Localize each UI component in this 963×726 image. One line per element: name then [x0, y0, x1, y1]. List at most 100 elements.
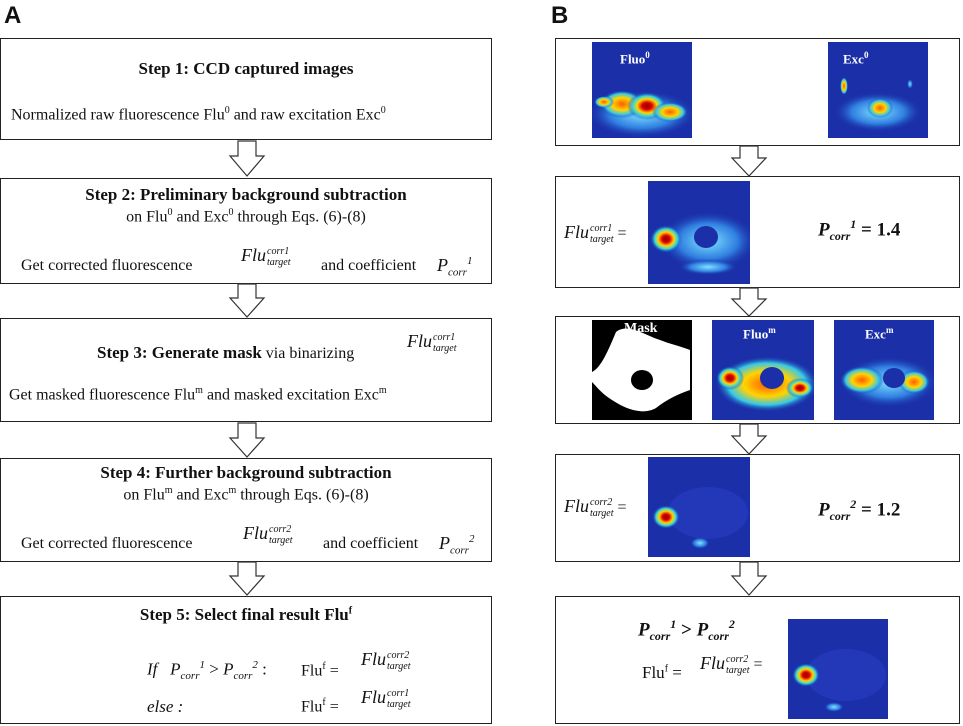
step2-pcorr: Pcorr1	[437, 255, 472, 279]
p-sub: corr	[450, 544, 469, 557]
step4-box: Step 4: Further background subtraction o…	[0, 458, 492, 562]
b2-pcorr: Pcorr1 = 1.4	[818, 217, 900, 244]
down-arrow-icon	[228, 422, 266, 458]
step1-title: Step 1: CCD captured images	[138, 59, 354, 78]
p-sup: 1	[670, 617, 677, 631]
p-sup: 2	[850, 497, 857, 511]
step4-pcorr: Pcorr2	[439, 533, 474, 557]
flu-sup: corr1	[387, 688, 410, 700]
p-sub: corr	[649, 629, 671, 644]
step2-box: Step 2: Preliminary background subtracti…	[0, 178, 492, 284]
step4-sup-b: m	[228, 485, 237, 496]
p-letter: P	[437, 255, 448, 275]
step3-title-rest: via binarizing	[265, 345, 355, 362]
step2-and: and Exc	[176, 208, 229, 226]
fluf-sup: f	[322, 697, 326, 708]
step4-through: through Eqs. (6)-(8)	[240, 486, 369, 504]
mask-image	[592, 320, 692, 420]
step3-get: Get masked fluorescence Flum and masked …	[9, 385, 387, 404]
step5-title-text: Step 5: Select final result Flu	[139, 605, 349, 624]
step2-on: on Flu	[126, 208, 168, 226]
fluf: Flu	[642, 663, 665, 682]
down-arrow-icon	[730, 145, 768, 177]
step4-on: on Flu	[123, 486, 165, 504]
step1-box: Step 1: CCD captured images Normalized r…	[0, 38, 492, 140]
p-sub: corr	[448, 266, 467, 279]
step2-coef: and coefficient	[321, 257, 417, 274]
fluf-sup: f	[322, 661, 326, 672]
p-value: = 1.4	[861, 219, 901, 241]
b4-pcorr: Pcorr2 = 1.2	[818, 497, 900, 524]
p-sub: corr	[829, 229, 851, 244]
panel-a-label: A	[4, 2, 22, 29]
p-sup: 2	[468, 533, 475, 545]
flu-base: Flu	[241, 245, 266, 265]
final-flu-heatmap	[788, 619, 888, 719]
p-sup: 2	[728, 617, 735, 631]
step1-sup-b: 0	[380, 105, 386, 116]
p-sub: corr	[233, 670, 253, 683]
step2-sup-a: 0	[167, 207, 173, 218]
mask-label: Mask	[624, 321, 658, 336]
label-sup: m	[885, 325, 894, 335]
p-letter: P	[638, 619, 650, 641]
fluf-sup: f	[664, 663, 669, 675]
flu-sub: target	[269, 535, 293, 547]
flu-corr2-heatmap	[648, 457, 750, 557]
colon: :	[262, 659, 267, 679]
down-arrow-icon	[730, 423, 768, 455]
exc0-label: Exc0	[843, 50, 868, 67]
p-letter: P	[223, 659, 234, 679]
eq: =	[672, 663, 682, 682]
step3-sup-a: m	[195, 385, 203, 396]
b1-box: Fluo0 Exc0	[555, 38, 960, 146]
eq: =	[329, 662, 339, 680]
p-letter: P	[170, 659, 181, 679]
step4-coef: and coefficient	[323, 535, 419, 552]
eq: =	[617, 225, 627, 242]
down-arrow-icon	[228, 561, 266, 596]
p-sup: 1	[850, 217, 857, 231]
step1-text: Normalized raw fluorescence Flu0 and raw…	[11, 105, 386, 124]
flu-sub: target	[387, 699, 411, 711]
down-arrow-icon	[228, 283, 266, 318]
flu-base: Flu	[564, 222, 589, 242]
step2-get: Get corrected fluorescence	[21, 257, 193, 274]
fluo0-heatmap	[592, 42, 692, 138]
step4-title: Step 4: Further background subtraction	[100, 463, 392, 482]
b5-condition: Pcorr1 > Pcorr2	[638, 617, 735, 644]
step3-get-b: and masked excitation Exc	[206, 386, 379, 404]
step4-and: and Exc	[176, 486, 229, 504]
flu-base: Flu	[564, 496, 589, 516]
step1-line-b: and raw excitation Exc	[233, 106, 381, 124]
flu-sub: target	[433, 343, 457, 355]
flu-sup: corr2	[726, 654, 749, 666]
eq: =	[329, 698, 339, 716]
flu-sub: target	[590, 508, 614, 520]
p-sup: 1	[466, 255, 473, 267]
flu-sub: target	[267, 257, 291, 269]
flu-base: Flu	[407, 331, 432, 351]
down-arrow-icon	[730, 561, 768, 596]
flu-sup: corr2	[387, 650, 410, 662]
step5-title-sup: f	[348, 605, 353, 617]
down-arrow-icon	[730, 287, 768, 317]
step4-get: Get corrected fluorescence	[21, 535, 193, 552]
step5-else: else :	[147, 697, 184, 716]
down-arrow-icon	[228, 140, 266, 177]
eq: =	[617, 499, 627, 516]
step3-title-bold: Step 3: Generate mask	[97, 343, 262, 362]
flu-base: Flu	[700, 653, 725, 673]
fluf: Flu	[301, 698, 323, 716]
step5-title: Step 5: Select final result Fluf	[1, 605, 491, 625]
gt-sign: >	[681, 619, 692, 641]
panel-b-label: B	[551, 2, 569, 29]
p-value: = 1.2	[861, 499, 901, 521]
